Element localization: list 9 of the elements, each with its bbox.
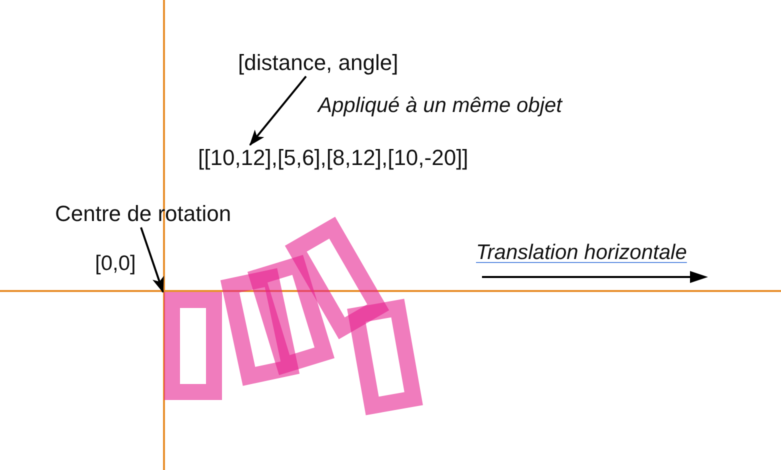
rectangle-frame	[164, 292, 222, 400]
translation-text: Translation horizontale	[476, 240, 687, 266]
rectangle-frame	[346, 298, 422, 416]
parameter-format-text: [distance, angle]	[238, 50, 398, 76]
arrow	[249, 76, 307, 146]
parameter-list-text: [[10,12],[5,6],[8,12],[10,-20]]	[198, 145, 468, 172]
caption-text: Appliqué à un même objet	[318, 93, 562, 118]
origin-coordinate-text: [0,0]	[95, 251, 136, 276]
arrow	[140, 227, 164, 293]
